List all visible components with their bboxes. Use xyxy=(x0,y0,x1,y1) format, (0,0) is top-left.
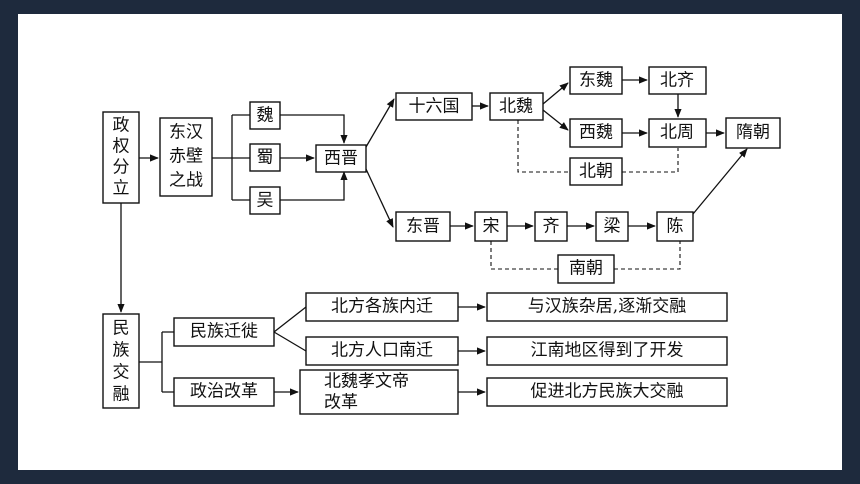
node-song-label: 宋 xyxy=(483,217,500,237)
southern-dynasties-bracket xyxy=(490,241,681,270)
node-migration: 民族迁徙 xyxy=(173,317,275,347)
node-han-chibi-line-1: 东汉 xyxy=(169,123,203,143)
node-han-chibi-line-3: 之战 xyxy=(169,171,203,191)
node-western-wei-label: 西魏 xyxy=(579,123,613,143)
node-xiaowen-reform: 北魏孝文帝 改革 xyxy=(299,369,459,415)
node-result-mix: 与汉族杂居,逐渐交融 xyxy=(486,292,728,322)
node-liang: 梁 xyxy=(595,211,629,242)
node-chen: 陈 xyxy=(656,211,694,242)
node-song: 宋 xyxy=(474,211,508,242)
node-southern-dynasties-label: 南朝 xyxy=(569,259,603,279)
node-northern-dynasties-label: 北朝 xyxy=(579,162,613,182)
node-sixteen-kingdoms: 十六国 xyxy=(395,92,473,121)
node-sui-label: 隋朝 xyxy=(736,123,770,143)
node-result-jiangnan-label: 江南地区得到了开发 xyxy=(531,341,684,361)
connector-jin-to-eastern-jin xyxy=(365,168,394,228)
node-eastern-wei: 东魏 xyxy=(569,66,623,95)
connector-jin-to-sixteen xyxy=(365,98,395,148)
node-northern-wei: 北魏 xyxy=(489,92,544,121)
connector-chen-to-sui xyxy=(692,148,748,215)
node-ethnic-fusion-char-2: 族 xyxy=(113,341,130,361)
northern-dynasties-bracket xyxy=(517,120,679,173)
node-wei-label: 魏 xyxy=(257,106,274,126)
node-result-mix-label: 与汉族杂居,逐渐交融 xyxy=(528,297,686,317)
connector-nwei-to-wwei xyxy=(542,109,569,131)
node-result-fusion: 促进北方民族大交融 xyxy=(486,377,728,407)
node-northern-zhou-label: 北周 xyxy=(660,123,694,143)
node-liang-label: 梁 xyxy=(604,217,621,237)
node-result-fusion-label: 促进北方民族大交融 xyxy=(531,382,684,402)
connector-chibi-three-kingdoms xyxy=(212,114,250,201)
node-northern-dynasties: 北朝 xyxy=(569,157,623,186)
node-migration-label: 民族迁徙 xyxy=(190,322,258,342)
connector-migration-lower xyxy=(273,331,307,352)
node-reform-label: 政治改革 xyxy=(190,382,258,402)
node-regime-split-char-1: 政 xyxy=(113,116,130,136)
node-north-inward-label: 北方各族内迁 xyxy=(331,297,433,317)
node-eastern-wei-label: 东魏 xyxy=(579,71,613,91)
node-northern-zhou: 北周 xyxy=(648,118,707,148)
node-shu: 蜀 xyxy=(249,143,281,172)
connector-migration-upper xyxy=(273,306,307,333)
node-qi: 齐 xyxy=(534,211,568,242)
node-shu-label: 蜀 xyxy=(257,148,274,168)
node-han-chibi: 东汉 赤壁 之战 xyxy=(159,117,213,197)
node-sixteen-kingdoms-label: 十六国 xyxy=(409,97,460,117)
node-regime-split-char-3: 分 xyxy=(113,158,130,178)
connector-nwei-to-ewei xyxy=(542,82,569,105)
node-regime-split: 政 权 分 立 xyxy=(102,111,140,204)
node-southern-dynasties: 南朝 xyxy=(557,254,615,284)
node-regime-split-char-2: 权 xyxy=(113,137,130,157)
node-north-inward: 北方各族内迁 xyxy=(305,292,459,322)
node-ethnic-fusion-char-3: 交 xyxy=(113,363,130,383)
node-north-south: 北方人口南迁 xyxy=(305,336,459,366)
node-western-jin: 西晋 xyxy=(315,144,367,173)
node-wu-label: 吴 xyxy=(257,191,274,211)
node-sui: 隋朝 xyxy=(725,117,781,149)
node-chen-label: 陈 xyxy=(667,217,684,237)
node-eastern-jin: 东晋 xyxy=(395,211,451,242)
node-northern-qi-label: 北齐 xyxy=(660,71,694,91)
connector-fusion-branches xyxy=(139,331,174,393)
node-western-jin-label: 西晋 xyxy=(324,149,358,169)
node-ethnic-fusion-char-1: 民 xyxy=(113,319,130,339)
node-northern-qi: 北齐 xyxy=(648,66,707,95)
node-han-chibi-line-2: 赤壁 xyxy=(169,147,203,167)
node-wu: 吴 xyxy=(249,186,281,215)
node-eastern-jin-label: 东晋 xyxy=(406,217,440,237)
node-northern-wei-label: 北魏 xyxy=(499,97,533,117)
node-north-south-label: 北方人口南迁 xyxy=(331,341,433,361)
node-ethnic-fusion: 民 族 交 融 xyxy=(102,313,140,409)
connector-wu-to-jin xyxy=(280,171,348,201)
node-regime-split-char-4: 立 xyxy=(113,179,130,199)
slide: 政 权 分 立 东汉 赤壁 之战 魏 蜀 吴 西晋 十六国 北魏 东魏 北齐 xyxy=(18,14,842,470)
node-qi-label: 齐 xyxy=(543,217,560,237)
history-flow-diagram: 政 权 分 立 东汉 赤壁 之战 魏 蜀 吴 西晋 十六国 北魏 东魏 北齐 xyxy=(102,66,781,415)
node-wei: 魏 xyxy=(249,101,281,130)
node-western-wei: 西魏 xyxy=(569,118,623,148)
node-ethnic-fusion-char-4: 融 xyxy=(113,385,130,405)
node-result-jiangnan: 江南地区得到了开发 xyxy=(486,336,728,366)
node-xiaowen-reform-line-2: 改革 xyxy=(324,393,358,413)
connector-wei-to-jin xyxy=(280,114,348,144)
node-xiaowen-reform-line-1: 北魏孝文帝 xyxy=(324,372,409,392)
node-reform: 政治改革 xyxy=(173,377,275,407)
